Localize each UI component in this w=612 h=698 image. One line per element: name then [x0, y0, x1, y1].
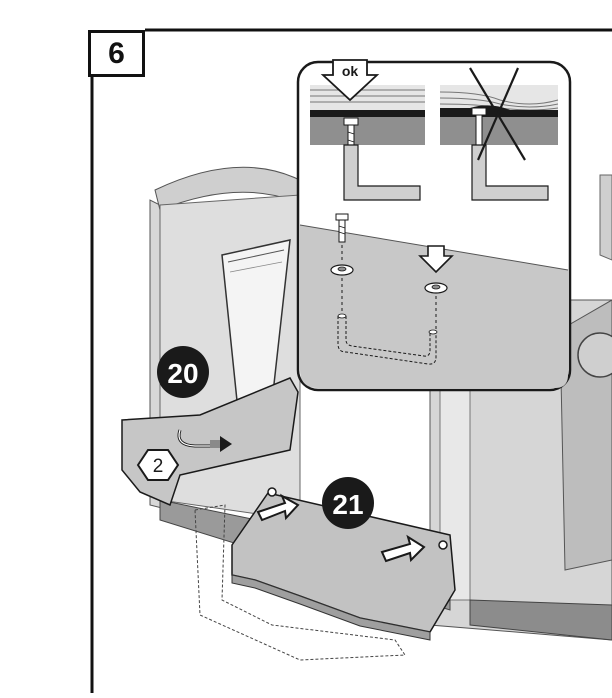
not-ok-detail: [439, 67, 559, 201]
callout-20-label: 20: [167, 358, 198, 389]
callout-21: 21: [322, 477, 374, 529]
hexagon-label: 2: [153, 456, 164, 477]
push-arrow-icon: [256, 493, 426, 563]
detail-inset: ok: [296, 59, 572, 392]
down-arrow-icon: ok: [320, 59, 380, 102]
callout-21-label: 21: [332, 489, 363, 520]
cross-out-icon: [469, 67, 526, 161]
screw-assembly: [330, 213, 454, 365]
ok-label: ok: [342, 63, 359, 79]
plinth-clips: [267, 487, 448, 550]
step-number-label: 6: [108, 36, 125, 70]
frame: [90, 28, 612, 693]
down-arrow-icon: [418, 245, 454, 274]
ok-detail: ok: [310, 59, 425, 201]
right-arrow-icon: [210, 436, 232, 452]
screw-count-hexagon: 2: [136, 449, 180, 481]
step-number: 6: [88, 30, 145, 77]
callout-20: 20: [157, 346, 209, 398]
